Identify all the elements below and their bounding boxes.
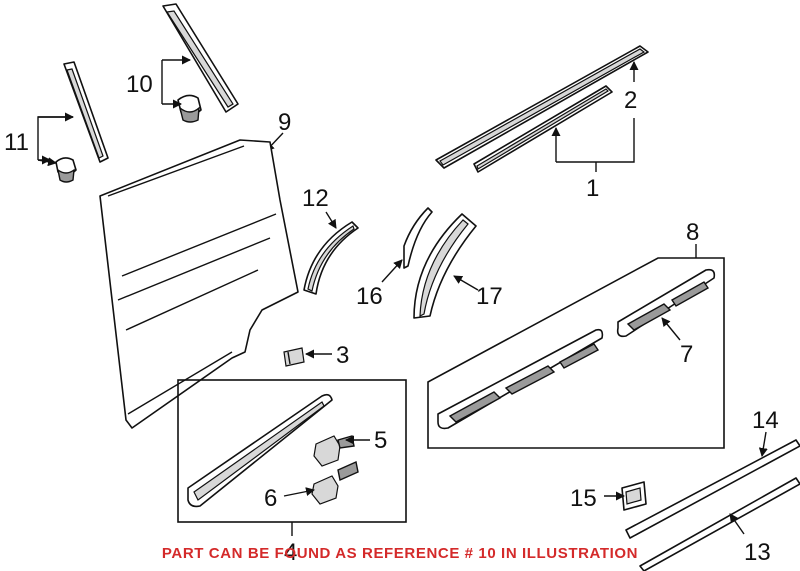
callout-15: 15 [570,485,597,512]
rear-door-outline [99,139,299,429]
callout-12-arrow [325,211,337,229]
part-13-rocker-molding [639,477,800,571]
group-8-box [427,257,725,449]
part-16-arch-strip [403,207,433,269]
part-7-molding [616,268,716,338]
part-15-emblem [621,481,647,511]
callout-8: 8 [686,219,699,246]
part-1-lower-molding [473,85,613,173]
callout-13: 13 [744,539,771,566]
reference-note: PART CAN BE FOUND AS REFERENCE # 10 IN I… [161,545,639,562]
callout-17: 17 [476,283,503,310]
callout-3: 3 [336,342,349,369]
callout-6-arrow [283,487,315,497]
callout-14-arrow [758,431,768,457]
part-4-door-molding [187,393,333,508]
part-11-pillar-trim [55,61,109,183]
callout-6: 6 [264,485,277,512]
callout-11: 11 [4,129,29,156]
part-6-retainer [311,461,359,505]
callout-7: 7 [680,341,693,368]
callout-11-bracket [37,116,73,160]
callout-14: 14 [752,407,779,434]
callout-7-arrow [661,317,681,341]
part-12-arch-molding [303,221,359,295]
part-17-arch-extension [413,213,477,319]
callout-2: 2 [624,87,637,114]
callout-16-arrow [381,259,403,283]
callout-11-arrow-bottom [37,157,57,167]
part-2-upper-molding [435,45,649,169]
callout-4: 4 [284,539,297,566]
callout-17-arrow [453,275,479,291]
part-3-clip [283,347,305,367]
callout-13-arrow [729,513,745,535]
part-10-pillar-trim [162,3,239,123]
callout-9: 9 [278,109,291,136]
callout-12: 12 [302,185,329,212]
callout-1-bracket [556,118,635,163]
callout-5: 5 [374,427,387,454]
callout-1: 1 [586,175,599,202]
callout-16: 16 [356,283,383,310]
group-4-box [177,379,407,523]
part-8-front-door-molding [437,328,604,430]
callout-10: 10 [126,71,153,98]
part-14-rocker-molding [625,439,800,539]
